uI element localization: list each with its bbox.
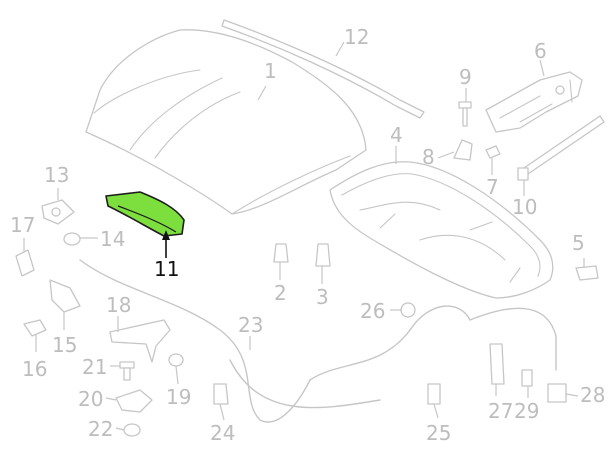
part-gas-strut[interactable] xyxy=(517,115,605,181)
part-bracket-13[interactable] xyxy=(41,199,75,225)
part-weatherstrip[interactable] xyxy=(221,19,425,119)
callout-5[interactable]: 5 xyxy=(572,231,585,255)
part-bracket-20[interactable] xyxy=(115,389,153,413)
callout-22[interactable]: 22 xyxy=(88,417,113,441)
part-stopper-2[interactable] xyxy=(273,243,289,263)
callout-25[interactable]: 25 xyxy=(426,421,451,445)
part-bumper-5[interactable] xyxy=(575,265,599,281)
callout-11-leader xyxy=(162,230,170,258)
part-clip-17[interactable] xyxy=(15,249,35,277)
callout-8[interactable]: 8 xyxy=(422,145,435,169)
part-clip-28[interactable] xyxy=(547,383,567,403)
callout-3[interactable]: 3 xyxy=(316,285,329,309)
callout-19[interactable]: 19 xyxy=(166,385,191,409)
callout-15[interactable]: 15 xyxy=(52,333,77,357)
callout-29[interactable]: 29 xyxy=(514,399,539,423)
callout-23[interactable]: 23 xyxy=(238,313,263,337)
part-grommet-7[interactable] xyxy=(485,145,501,159)
part-bolt-16[interactable] xyxy=(23,319,47,337)
callout-6[interactable]: 6 xyxy=(534,39,547,63)
part-grommet-14[interactable] xyxy=(63,232,81,246)
callout-18[interactable]: 18 xyxy=(106,293,131,317)
callout-26[interactable]: 26 xyxy=(360,299,385,323)
callout-16[interactable]: 16 xyxy=(22,357,47,381)
part-screw-21[interactable] xyxy=(119,361,135,381)
part-clip-24[interactable] xyxy=(213,383,229,405)
callout-4[interactable]: 4 xyxy=(390,123,403,147)
part-hood-latch[interactable] xyxy=(485,71,583,133)
callout-28[interactable]: 28 xyxy=(580,383,605,407)
part-handle-27[interactable] xyxy=(489,343,505,385)
part-stopper-3[interactable] xyxy=(315,243,331,267)
part-clip-25[interactable] xyxy=(427,383,441,405)
callout-leaders xyxy=(23,41,585,431)
callout-9[interactable]: 9 xyxy=(459,65,472,89)
callout-14[interactable]: 14 xyxy=(100,227,125,251)
callout-7[interactable]: 7 xyxy=(486,175,499,199)
callout-10[interactable]: 10 xyxy=(512,195,537,219)
callout-24[interactable]: 24 xyxy=(210,421,235,445)
part-grommet-19[interactable] xyxy=(168,353,184,367)
part-clip-29[interactable] xyxy=(521,369,533,387)
callout-2[interactable]: 2 xyxy=(274,281,287,305)
part-hood-insulator[interactable] xyxy=(329,161,554,299)
part-bracket-18[interactable] xyxy=(109,319,171,363)
part-11-highlighted[interactable] xyxy=(105,191,185,237)
callout-12[interactable]: 12 xyxy=(344,25,369,49)
callout-labels: 1 12 4 6 9 8 7 10 5 13 14 17 15 16 18 21… xyxy=(10,25,605,445)
callout-17[interactable]: 17 xyxy=(10,213,35,237)
part-grommet-26[interactable] xyxy=(400,302,416,318)
callout-11[interactable]: 11 xyxy=(154,257,179,281)
part-nut-22[interactable] xyxy=(123,423,141,437)
callout-27[interactable]: 27 xyxy=(488,399,513,423)
callout-13[interactable]: 13 xyxy=(44,163,69,187)
part-bolt-9[interactable] xyxy=(458,101,472,127)
part-bracket-15[interactable] xyxy=(49,279,81,313)
part-clip-8[interactable] xyxy=(453,139,473,161)
callout-1[interactable]: 1 xyxy=(264,59,277,83)
callout-20[interactable]: 20 xyxy=(78,387,103,411)
callout-21[interactable]: 21 xyxy=(82,355,107,379)
part-hood[interactable] xyxy=(85,29,367,215)
part-release-cable[interactable] xyxy=(79,259,557,423)
